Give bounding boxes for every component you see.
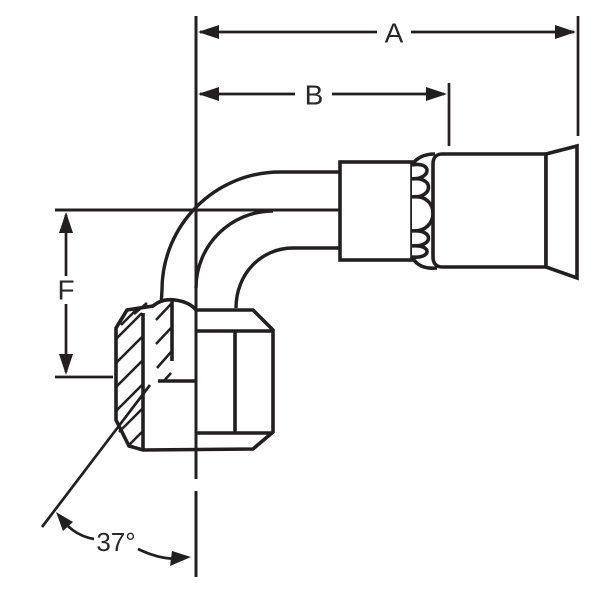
dim-b-group: B [198,80,451,146]
angle-arrowhead-right [170,551,191,566]
hatch-line [133,302,148,315]
hatch-line [118,408,143,433]
hatch-line [155,303,172,321]
crimp-bead [411,229,431,248]
dim-f-arrowhead-bottom [59,354,73,375]
flare-cone [544,143,579,281]
flare-seat-angle-line [40,384,152,528]
crimp-bead [411,244,429,259]
flare-angle-label: 37° [96,527,135,557]
hatch-line [162,372,172,383]
face-hatch [116,302,148,447]
crimp-bead [411,162,429,181]
crimp-bead [411,195,435,233]
dim-b-arrowhead-right [426,87,447,101]
angle-arrowhead-left [56,512,73,531]
hatch-line [155,327,172,345]
dim-b-label: B [305,80,324,111]
hatch-line [156,351,172,369]
fitting-drawing [55,16,579,577]
hatch-line [116,360,143,387]
dim-f-arrowhead-top [59,212,73,233]
dim-a-arrowhead-left [198,25,219,39]
flare-angle-group: 37° [40,384,191,566]
hatch-line [120,308,138,326]
crimp-beads [411,162,435,259]
elbow-outer-arc [155,170,281,388]
socket-body [338,160,414,262]
elbow-inner-arc [234,246,294,309]
hatch-line [116,336,143,363]
nut-body [431,152,548,269]
dim-f-label: F [57,275,74,306]
dim-f-group: F [55,212,113,379]
dim-a-arrowhead-right [555,25,576,39]
elbow-middle-arc [194,209,274,289]
dim-a-group: A [198,16,580,136]
seat-hatch [155,303,172,383]
dim-a-label: A [385,18,404,49]
hatch-line [116,312,143,339]
hatch-line [127,431,143,447]
crimp-bead [411,177,431,199]
hatch-line [116,384,143,411]
dim-b-arrowhead-left [198,87,219,101]
bead-skirt [410,256,438,270]
bead-cap [410,152,436,167]
